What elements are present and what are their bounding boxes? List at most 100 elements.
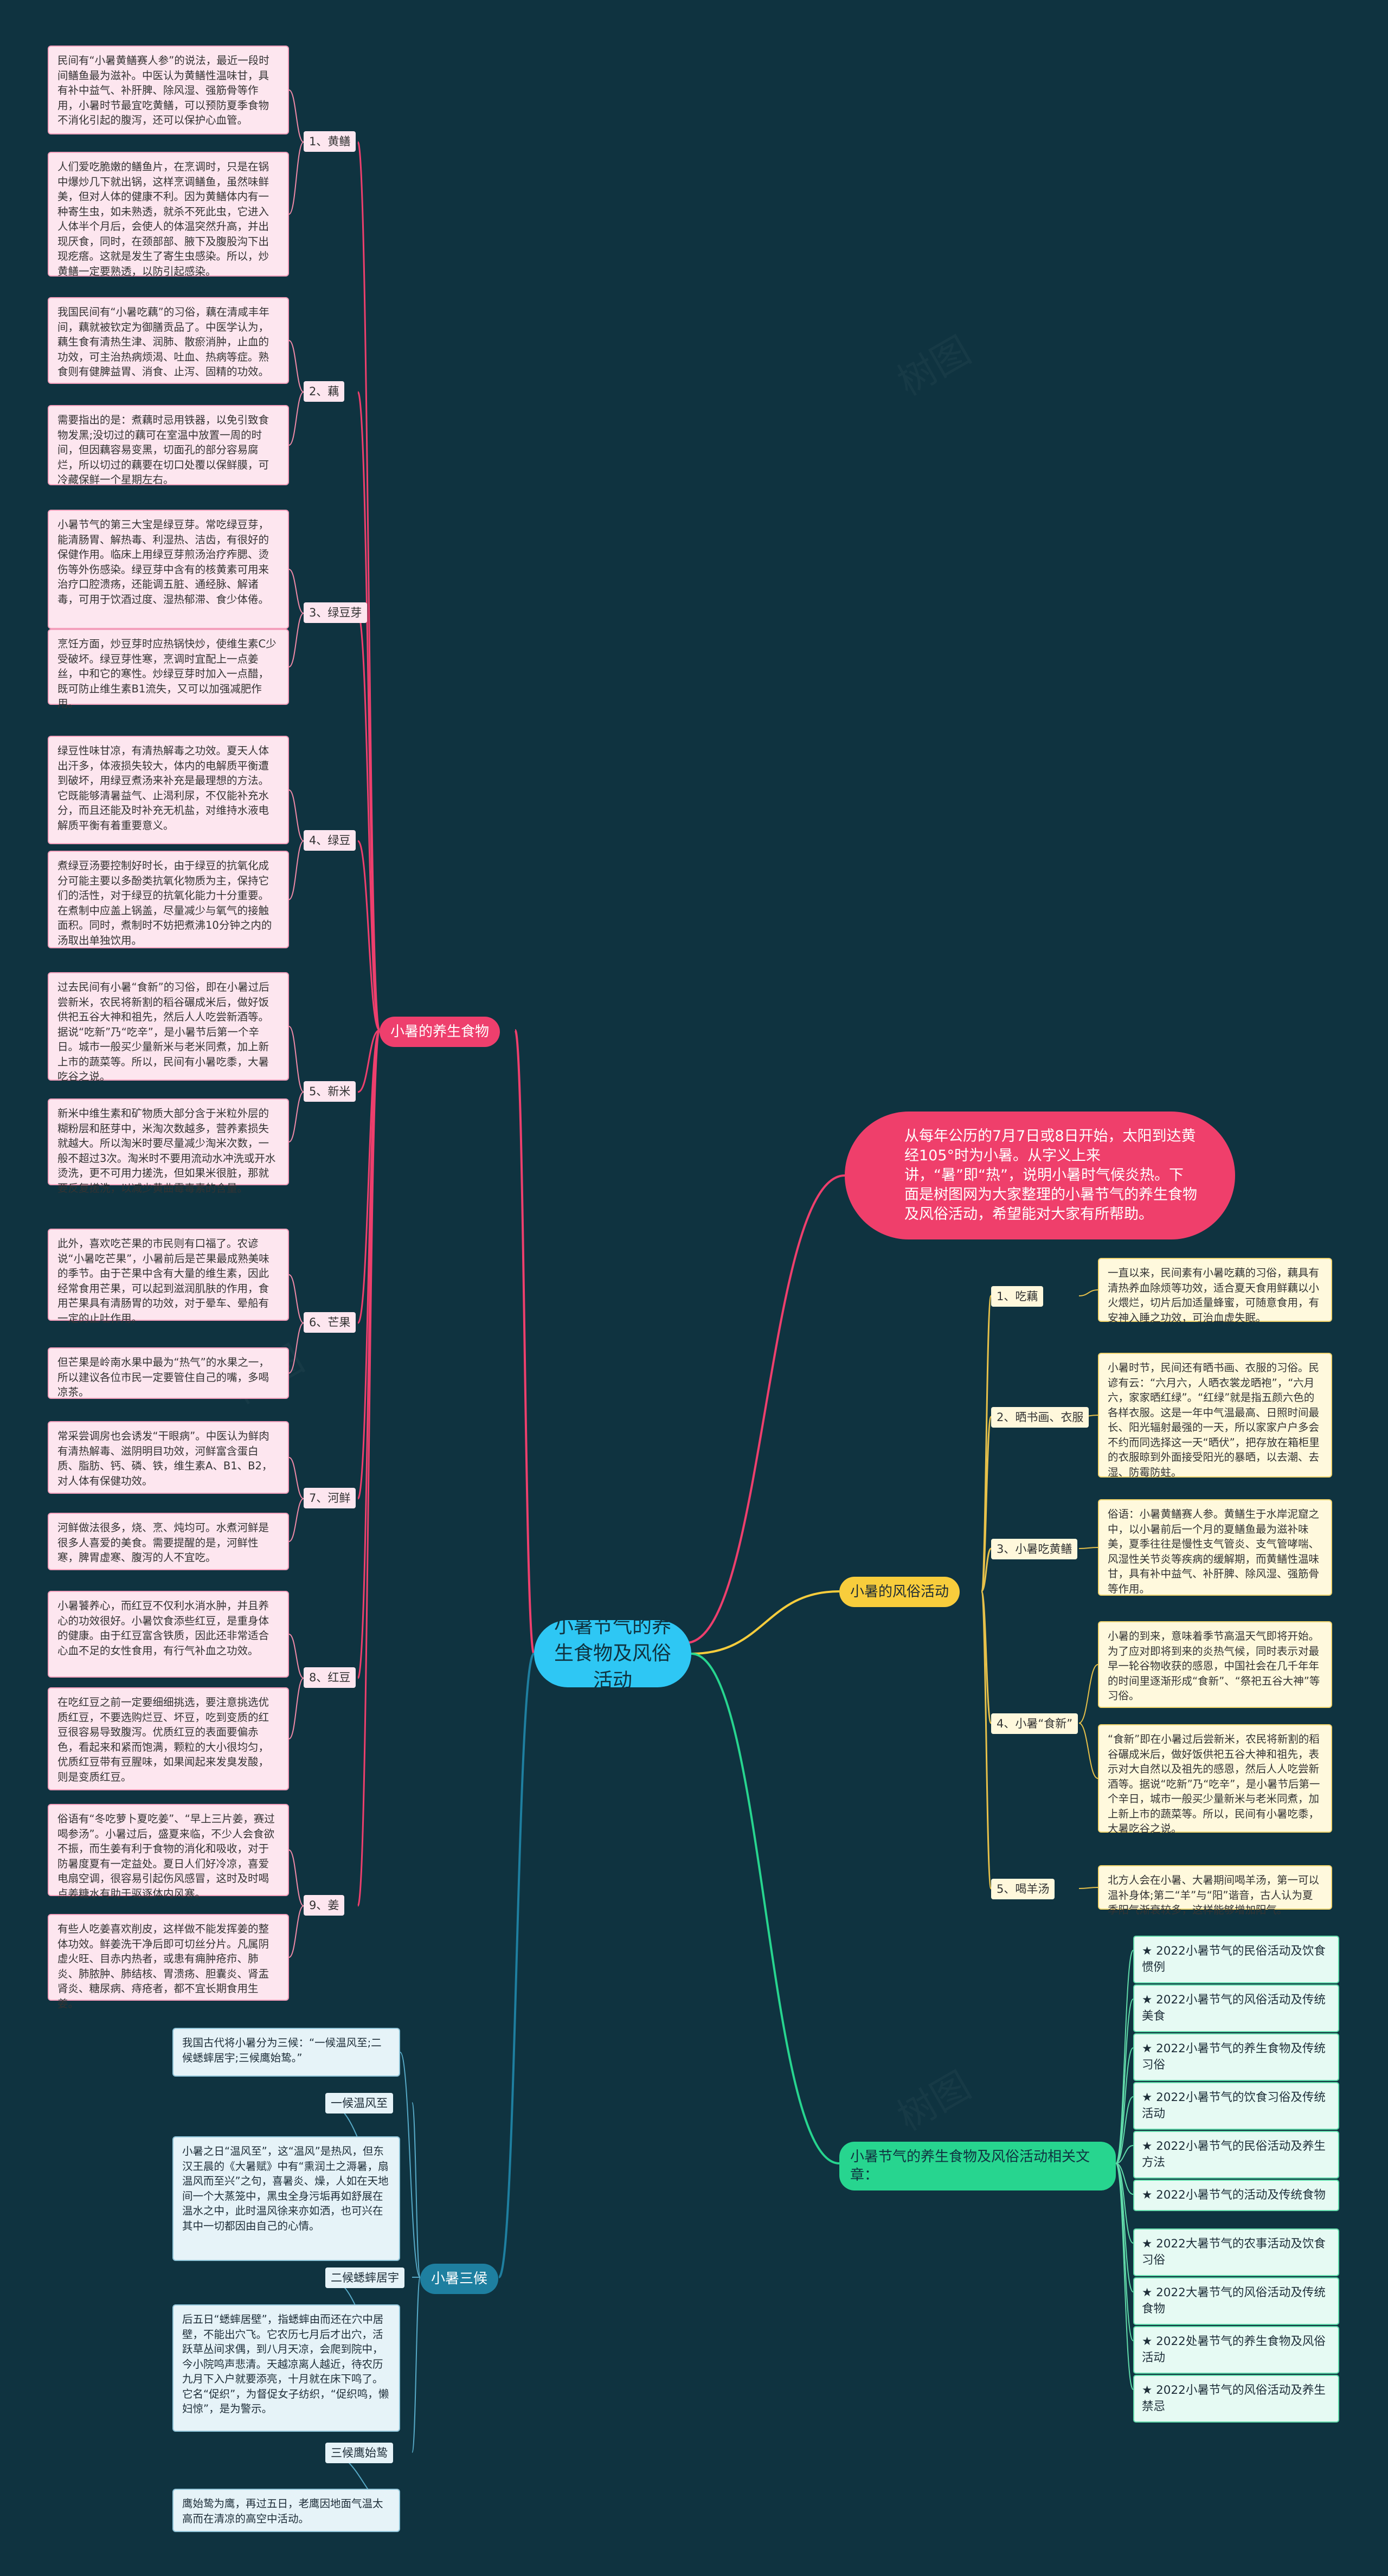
food-item-1[interactable]: 1、黄鳝: [304, 131, 356, 152]
hou-intro: 我国古代将小暑分为三候：“一候温风至;二候蟋蟀居宇;三候鹰始鸷。”: [172, 2028, 400, 2077]
food-detail: 俗语有“冬吃萝卜夏吃姜”、“早上三片姜，赛过喝参汤”。小暑过后，盛夏来临，不少人…: [48, 1804, 289, 1900]
intro-summary: 从每年公历的7月7日或8日开始，太阳到达黄经105°时为小暑。从字义上来讲，“暑…: [845, 1112, 1235, 1239]
connector-line: [288, 1026, 304, 1093]
food-detail: 民间有“小暑黄鳝赛人参”的说法，最近一段时间鳝鱼最为滋补。中医认为黄鳝性温味甘，…: [48, 46, 289, 134]
connector-line: [498, 1653, 535, 2278]
related-article-link[interactable]: ★ 2022小暑节气的风俗活动及养生禁忌: [1133, 2375, 1339, 2423]
related-article-link[interactable]: ★ 2022小暑节气的民俗活动及养生方法: [1133, 2131, 1339, 2179]
branch-customs[interactable]: 小暑的风俗活动: [839, 1577, 960, 1607]
connector-line: [400, 2052, 421, 2278]
connector-line: [288, 613, 304, 667]
custom-detail: 俗语：小暑黄鳝赛人参。黄鳝生于水岸泥窟之中，以小暑前后一个月的夏鳝鱼最为滋补味美…: [1098, 1499, 1332, 1596]
food-detail: 此外，喜欢吃芒果的市民则有口福了。农谚说“小暑吃芒果”，小暑前后是芒果最成熟美味…: [48, 1229, 289, 1325]
connector-line: [514, 1029, 535, 1655]
connector-line: [288, 1498, 304, 1542]
connector-line: [288, 1849, 304, 1906]
food-detail: 有些人吃姜喜欢削皮，这样做不能发挥姜的整体功效。鲜姜洗干净后即可切丝分片。凡属阴…: [48, 1914, 289, 2010]
connector-line: [412, 2102, 421, 2278]
related-article-link[interactable]: ★ 2022大暑节气的农事活动及饮食习俗: [1133, 2228, 1339, 2276]
connector-line: [691, 1590, 840, 1655]
food-detail: 小暑节气的第三大宝是绿豆芽。常吃绿豆芽，能清肠胃、解热毒、利湿热、洁齿，有很好的…: [48, 510, 289, 629]
connector-line: [357, 1029, 381, 1907]
connector-line: [1115, 2047, 1134, 2164]
custom-item-4[interactable]: 4、小暑“食新”: [991, 1713, 1078, 1734]
connector-line: [357, 391, 381, 1031]
related-article-link[interactable]: ★ 2022小暑节气的养生食物及传统习俗: [1133, 2033, 1339, 2081]
custom-detail: “食新”即在小暑过后尝新米，农民将新割的稻谷碾成米后，做好饭供祀五谷大神和祖先，…: [1098, 1724, 1332, 1835]
connector-line: [980, 1590, 992, 1890]
branch-food[interactable]: 小暑的养生食物: [380, 1017, 500, 1047]
hou-item-1[interactable]: 一候温风至: [325, 2093, 393, 2114]
custom-item-3[interactable]: 3、小暑吃黄鳝: [991, 1539, 1078, 1559]
food-item-8[interactable]: 8、红豆: [304, 1667, 356, 1688]
connector-line: [357, 1029, 380, 1093]
food-item-3[interactable]: 3、绿豆芽: [304, 602, 368, 623]
related-article-link[interactable]: ★ 2022小暑节气的活动及传统食物: [1133, 2180, 1339, 2211]
food-detail: 新米中维生素和矿物质大部分含于米粒外层的糊粉层和胚芽中，米淘次数越多，营养素损失…: [48, 1099, 289, 1194]
connector-line: [980, 1416, 992, 1592]
food-detail: 我国民间有“小暑吃藕”的习俗，藕在清咸丰年间，藕就被钦定为御膳贡品了。中医学认为…: [48, 297, 289, 384]
hou-detail: 鹰始鸷为鹰，再过五日，老鹰因地面气温太高而在清凉的高空中活动。: [172, 2489, 400, 2532]
custom-detail: 北方人会在小暑、大暑期间喝羊汤，第一可以温补身体;第二“羊”与“阳”谐音，古人认…: [1098, 1865, 1332, 1916]
hou-detail: 小暑之日“温风至”，这“温风”是热风，但东汉王晨的《大暑赋》中有“熏润土之溽暑，…: [172, 2136, 400, 2261]
connector-line: [412, 2277, 421, 2453]
connector-line: [691, 1653, 840, 2164]
connector-line: [1115, 2145, 1134, 2164]
connector-line: [288, 142, 304, 215]
branch-hou[interactable]: 小暑三候: [420, 2264, 499, 2294]
related-article-link[interactable]: ★ 2022小暑节气的民俗活动及饮食惯例: [1133, 1936, 1339, 1983]
connector-line: [288, 840, 304, 900]
connector-line: [1115, 2163, 1134, 2244]
related-article-link[interactable]: ★ 2022大暑节气的风俗活动及传统食物: [1133, 2277, 1339, 2325]
custom-detail: 一直以来，民间素有小暑吃藕的习俗，藕具有清热养血除烦等功效，适合夏天食用鲜藕以小…: [1098, 1258, 1332, 1324]
connector-line: [288, 1322, 304, 1374]
connector-line: [1115, 1999, 1134, 2164]
connector-line: [288, 1274, 304, 1324]
connector-line: [685, 1174, 845, 1644]
branch-articles[interactable]: 小暑节气的养生食物及风俗活动相关文章：: [839, 2142, 1116, 2190]
custom-detail: 小暑时节，民间还有晒书画、衣服的习俗。民谚有云：“六月六，人晒衣裳龙晒袍”，“六…: [1098, 1353, 1332, 1479]
hou-detail: 后五日“蟋蟀居壁”，指蟋蟀由而还在穴中居壁，不能出穴飞。它农历七月后才出穴，活跃…: [172, 2304, 400, 2432]
connector-line: [288, 1091, 304, 1142]
food-item-9[interactable]: 9、姜: [304, 1895, 345, 1916]
related-article-link[interactable]: ★ 2022处暑节气的养生食物及风俗活动: [1133, 2326, 1339, 2374]
custom-item-2[interactable]: 2、晒书画、衣服: [991, 1407, 1089, 1428]
food-detail: 煮绿豆汤要控制好时长，由于绿豆的抗氧化成分可能主要以多酚类抗氧化物质为主，保持它…: [48, 851, 289, 948]
food-detail: 常采尝调房也会诱发“干眼病”。中医认为鲜肉有清热解毒、滋阴明目功效，河鲜富含蛋白…: [48, 1421, 289, 1494]
food-detail: 烹饪方面，炒豆芽时应热锅快炒，使维生素C少受破坏。绿豆芽性寒，烹调时宜配上一点姜…: [48, 629, 289, 710]
connector-line: [357, 612, 381, 1031]
food-item-2[interactable]: 2、藕: [304, 381, 345, 402]
connector-line: [288, 1457, 304, 1499]
food-detail: 过去民间有小暑“食新”的习俗，即在小暑过后尝新米，农民将新割的稻谷碾成米后，做好…: [48, 972, 289, 1083]
food-detail: 在吃红豆之前一定要细细挑选，要注意挑选优质红豆，不要选购烂豆、坏豆，吃到变质的红…: [48, 1687, 289, 1790]
connector-line: [288, 340, 304, 393]
related-article-link[interactable]: ★ 2022小暑节气的饮食习俗及传统活动: [1133, 2082, 1339, 2130]
connector-line: [1115, 2163, 1134, 2390]
custom-item-5[interactable]: 5、喝羊汤: [991, 1879, 1055, 1899]
connector-line: [980, 1295, 992, 1592]
connector-line: [980, 1547, 992, 1592]
food-detail: 但芒果是岭南水果中最为“热气”的水果之一，所以建议各位市民一定要管住自己的嘴，多…: [48, 1347, 289, 1399]
food-detail: 绿豆性味甘凉，有清热解毒之功效。夏天人体出汗多，体液损失较大，体内的电解质平衡遭…: [48, 736, 289, 844]
connector-line: [288, 1905, 304, 1958]
food-detail: 需要指出的是：煮藕时忌用铁器，以免引致食物发黑;没切过的藕可在室温中放置一周的时…: [48, 405, 289, 486]
food-item-6[interactable]: 6、芒果: [304, 1312, 356, 1333]
food-item-5[interactable]: 5、新米: [304, 1081, 356, 1102]
root-topic[interactable]: 小暑节气的养生食物及风俗活动: [534, 1615, 691, 1692]
hou-item-3[interactable]: 三候鹰始鸷: [325, 2443, 393, 2463]
custom-item-1[interactable]: 1、吃藕: [991, 1286, 1044, 1307]
connector-line: [1115, 2163, 1134, 2341]
food-item-4[interactable]: 4、绿豆: [304, 830, 356, 851]
food-detail: 人们爱吃脆嫩的鳝鱼片，在烹调时，只是在锅中爆炒几下就出锅，这样烹调鳝鱼，虽然味鲜…: [48, 152, 289, 278]
food-item-7[interactable]: 7、河鲜: [304, 1488, 356, 1508]
hou-item-2[interactable]: 二候蟋蟀居宇: [325, 2267, 404, 2288]
connector-line: [1078, 1664, 1098, 1724]
connector-line: [357, 141, 381, 1031]
connector-line: [1078, 1547, 1098, 1549]
connector-line: [288, 391, 304, 446]
connector-line: [288, 1634, 304, 1679]
related-article-link[interactable]: ★ 2022小暑节气的风俗活动及传统美食: [1133, 1984, 1339, 2032]
connector-line: [1115, 2163, 1134, 2195]
